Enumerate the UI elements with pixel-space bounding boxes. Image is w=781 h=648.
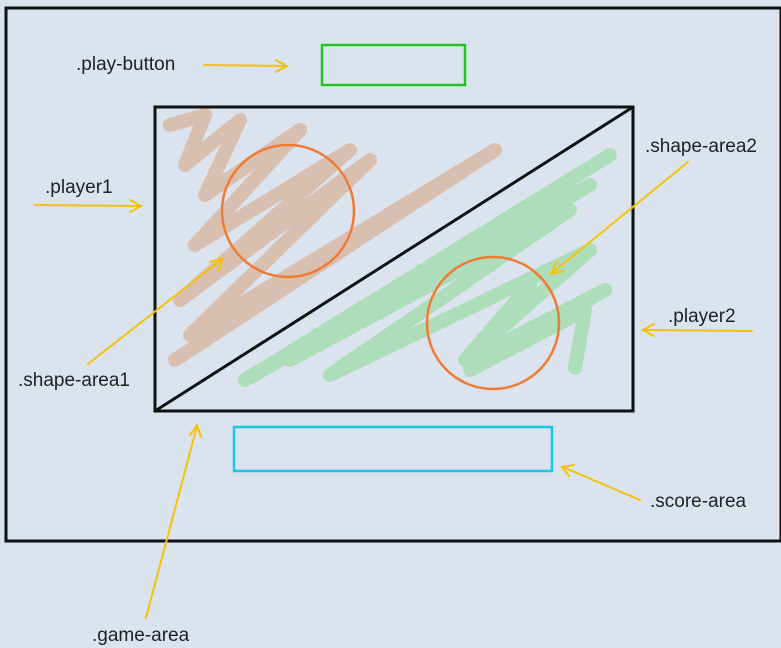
score-area-box (232, 425, 554, 473)
shape-area2-arrow (549, 161, 689, 276)
score-area-arrow (560, 464, 641, 501)
score-area-label: .score-area (650, 491, 747, 512)
player2-label: .player2 (668, 306, 736, 327)
shape-area1-circle (220, 143, 356, 279)
play-button-label: .play-button (76, 54, 176, 75)
game-area-box (153, 105, 635, 413)
player2-scribble (238, 148, 617, 387)
player1-scribble (163, 108, 502, 367)
play-button-arrow (203, 59, 290, 73)
game-area-label: .game-area (92, 625, 190, 646)
diagonal-divider (154, 105, 634, 413)
game-area-arrow (145, 422, 202, 619)
outer-container (4, 6, 781, 543)
shape-area2-label: .shape-area2 (645, 136, 757, 157)
shape-area1-label: .shape-area1 (18, 370, 130, 391)
player2-arrow (640, 323, 753, 337)
player1-label: .player1 (45, 177, 113, 198)
shape-area1-arrow (87, 256, 225, 365)
shape-area2-circle (425, 255, 561, 391)
play-button-box (320, 43, 467, 87)
player1-arrow (34, 199, 144, 213)
